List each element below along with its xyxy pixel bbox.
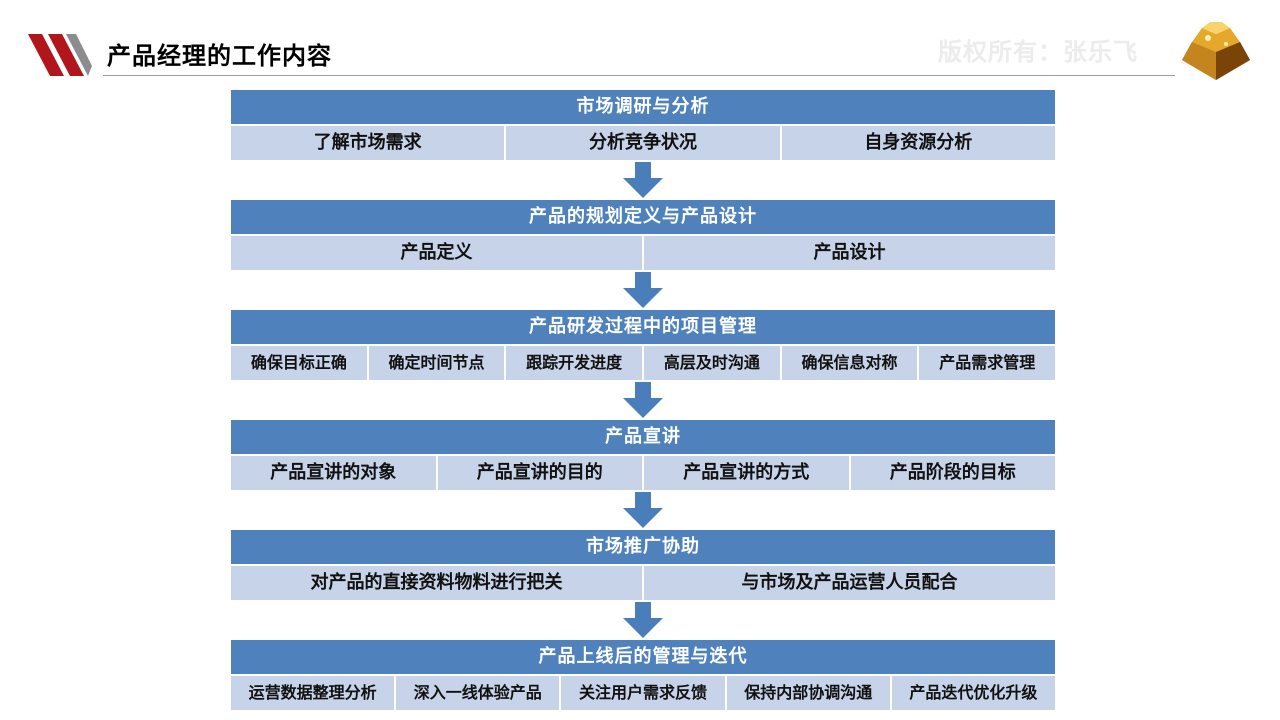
stage-item: 产品迭代优化升级 bbox=[891, 676, 1056, 710]
stage-item: 产品阶段的目标 bbox=[850, 456, 1055, 490]
stage-items-row: 对产品的直接资料物料进行把关与市场及产品运营人员配合 bbox=[231, 566, 1055, 600]
stage-item: 自身资源分析 bbox=[781, 126, 1055, 160]
page-title: 产品经理的工作内容 bbox=[107, 42, 332, 70]
stage-item: 深入一线体验产品 bbox=[396, 676, 560, 710]
stage-header: 产品的规划定义与产品设计 bbox=[231, 200, 1055, 234]
stage-item: 确定时间节点 bbox=[368, 346, 505, 380]
stage-item: 对产品的直接资料物料进行把关 bbox=[231, 566, 642, 600]
stage-item: 保持内部协调沟通 bbox=[726, 676, 890, 710]
down-arrow-icon bbox=[623, 162, 663, 198]
stage-item: 高层及时沟通 bbox=[644, 346, 780, 380]
down-arrow-icon bbox=[623, 492, 663, 528]
stage-items-row: 确保目标正确确定时间节点跟踪开发进度高层及时沟通确保信息对称产品需求管理 bbox=[231, 346, 1056, 380]
workflow-diagram: 市场调研与分析了解市场需求分析竞争状况自身资源分析产品的规划定义与产品设计产品定… bbox=[231, 90, 1056, 710]
stage-item: 分析竞争状况 bbox=[506, 126, 780, 160]
stage-item: 了解市场需求 bbox=[231, 126, 505, 160]
copyright-watermark: 版权所有：张乐飞 bbox=[938, 38, 1138, 66]
down-arrow-icon bbox=[623, 602, 663, 638]
stage-item: 产品定义 bbox=[231, 236, 642, 270]
stage-items-row: 产品宣讲的对象产品宣讲的目的产品宣讲的方式产品阶段的目标 bbox=[231, 456, 1055, 490]
stage-item: 产品需求管理 bbox=[919, 346, 1056, 380]
stage-items-row: 了解市场需求分析竞争状况自身资源分析 bbox=[231, 126, 1055, 160]
flow-connector bbox=[231, 490, 1055, 530]
down-arrow-icon bbox=[623, 272, 663, 308]
diagonal-stripes-logo bbox=[28, 34, 92, 76]
stage-header: 产品上线后的管理与迭代 bbox=[231, 640, 1055, 674]
stage-item: 确保信息对称 bbox=[781, 346, 918, 380]
flow-connector bbox=[231, 160, 1055, 200]
flow-connector bbox=[231, 270, 1055, 310]
stage-item: 关注用户需求反馈 bbox=[561, 676, 725, 710]
golden-emblem-icon bbox=[1182, 22, 1250, 80]
stage-item: 产品宣讲的对象 bbox=[231, 456, 436, 490]
flow-connector bbox=[231, 600, 1055, 640]
stage-header: 产品研发过程中的项目管理 bbox=[231, 310, 1055, 344]
stage-items-row: 运营数据整理分析深入一线体验产品关注用户需求反馈保持内部协调沟通产品迭代优化升级 bbox=[231, 676, 1056, 710]
stage-header: 产品宣讲 bbox=[231, 420, 1055, 454]
stage-item: 与市场及产品运营人员配合 bbox=[644, 566, 1055, 600]
stage-item: 运营数据整理分析 bbox=[231, 676, 395, 710]
stage-header: 市场推广协助 bbox=[231, 530, 1055, 564]
stage-item: 产品宣讲的方式 bbox=[644, 456, 849, 490]
stage-item: 产品设计 bbox=[644, 236, 1055, 270]
stage-header: 市场调研与分析 bbox=[231, 90, 1055, 124]
stage-item: 确保目标正确 bbox=[231, 346, 367, 380]
flow-connector bbox=[231, 380, 1055, 420]
down-arrow-icon bbox=[623, 382, 663, 418]
stage-items-row: 产品定义产品设计 bbox=[231, 236, 1055, 270]
title-divider bbox=[103, 75, 1175, 76]
stage-item: 产品宣讲的目的 bbox=[437, 456, 642, 490]
stage-item: 跟踪开发进度 bbox=[506, 346, 643, 380]
